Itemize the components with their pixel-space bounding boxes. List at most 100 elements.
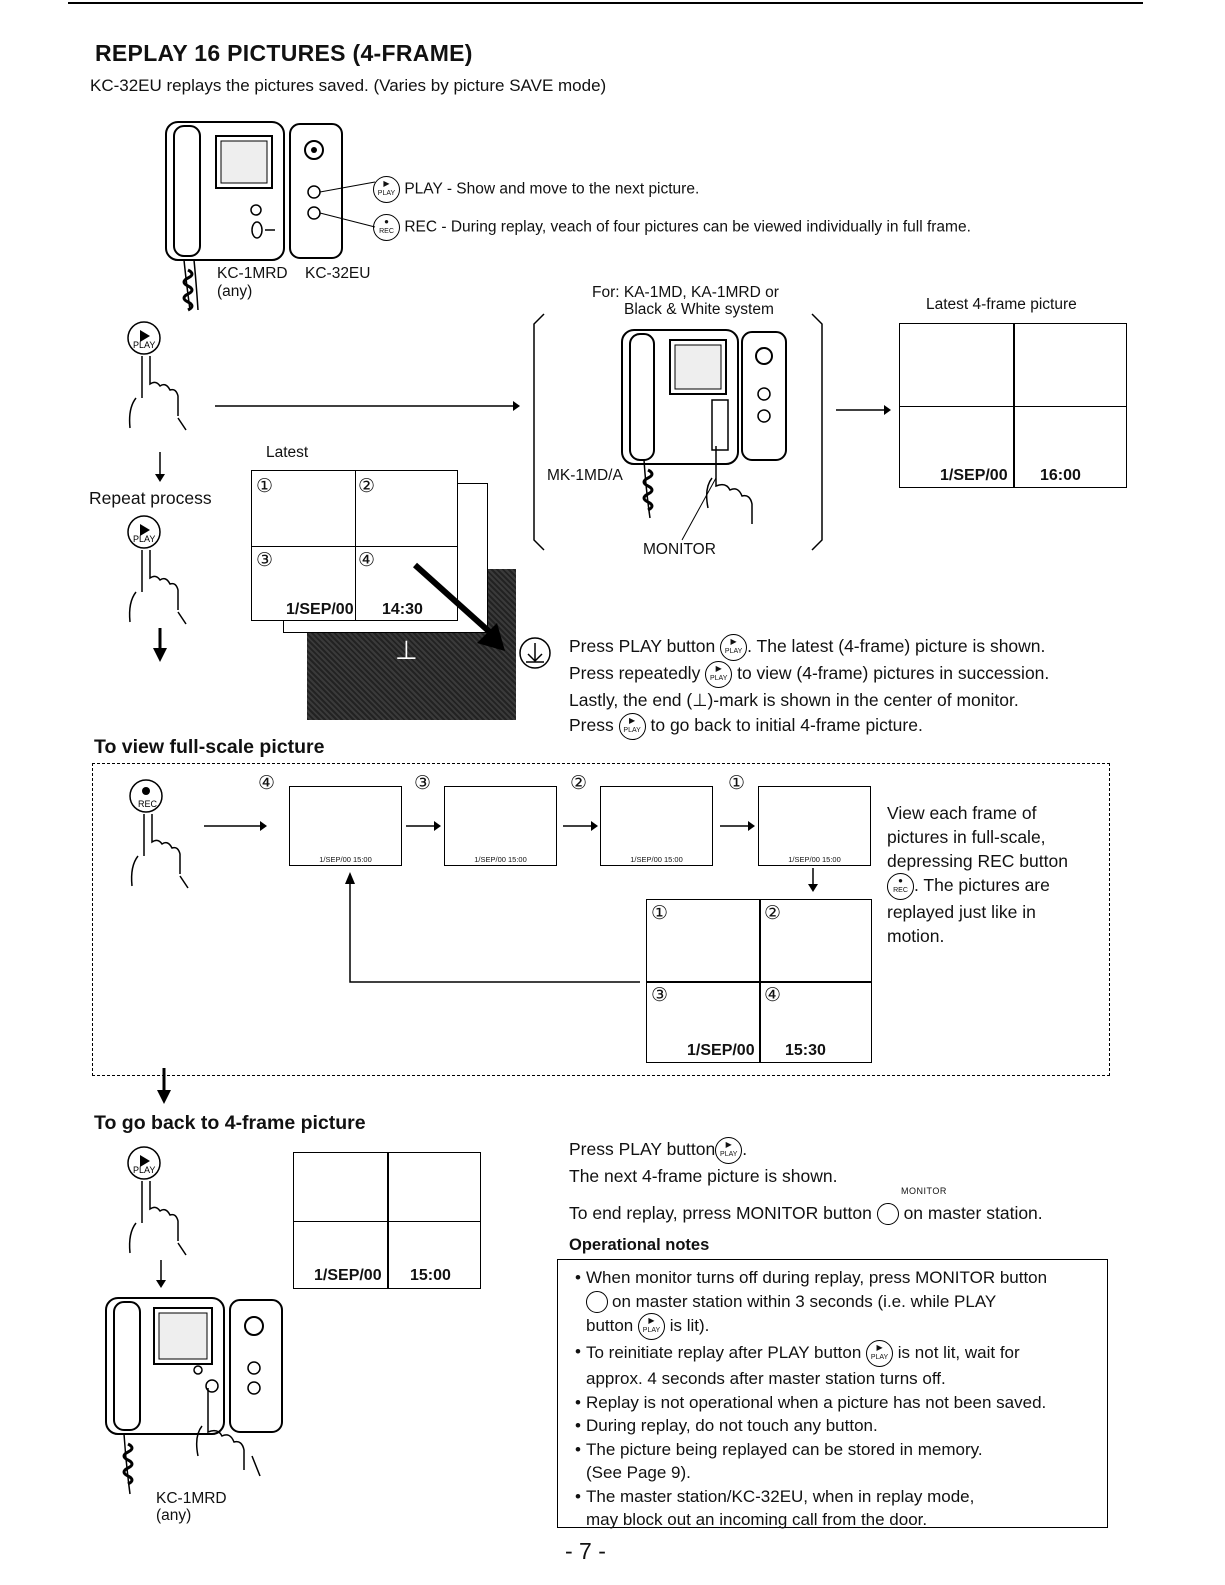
master-station-illustration: [621, 329, 787, 541]
end-replay-instruction: To end replay, prress MONITOR button on …: [569, 1201, 1114, 1226]
latest-time: 16:00: [1040, 467, 1081, 484]
svg-text:PLAY: PLAY: [133, 534, 155, 544]
repeat-num-2: ②: [358, 475, 376, 497]
repeat-date: 1/SEP/00: [286, 601, 354, 618]
play-button-icon: ▶PLAY: [618, 713, 646, 740]
fullscale-4frame-picture: ① ② ③ ④ 1/SEP/00 15:30: [646, 899, 872, 1063]
rec-description: ●REC REC - During replay, veach of four …: [373, 214, 971, 241]
arrow-to-latest: [836, 405, 891, 415]
top-rule: [68, 2, 1143, 4]
latest-4frame-picture: 1/SEP/00 16:00: [899, 323, 1127, 488]
back-time: 15:00: [410, 1267, 451, 1284]
monitor-press-illustration: [105, 1297, 283, 1495]
hand-press-play-icon-2: PLAY: [127, 515, 187, 625]
down-arrow-large: [153, 628, 167, 662]
note-2: To reinitiate replay after PLAY button ▶…: [575, 1340, 1107, 1391]
play-button-icon: ▶PLAY: [866, 1340, 894, 1368]
back-device-label: KC-1MRD: [156, 1490, 227, 1507]
monitor-button-icon: [876, 1203, 899, 1226]
for-line-2: Black & White system: [624, 301, 774, 318]
fullscale-frame-4: 1/SEP/00 15:00: [289, 786, 402, 866]
hand-press-play-icon: PLAY: [127, 321, 187, 431]
down-arrow-back: [156, 1260, 166, 1288]
quad-date: 1/SEP/00: [687, 1042, 755, 1059]
notes-heading: Operational notes: [569, 1236, 710, 1254]
frame-stamp: 1/SEP/00 15:00: [474, 855, 527, 864]
monitor-small-label: MONITOR: [901, 1186, 947, 1196]
hand-press-rec-icon: REC: [129, 779, 189, 889]
frame-num-2: ②: [570, 772, 588, 794]
device-label-left: KC-1MRD: [217, 265, 288, 282]
arrow-down-to-quad: [808, 868, 818, 892]
svg-text:PLAY: PLAY: [133, 1165, 155, 1175]
device-label-any: (any): [217, 283, 253, 300]
page-subtitle: KC-32EU replays the pictures saved. (Var…: [90, 76, 607, 95]
end-mark-symbol: ⊥: [395, 636, 418, 666]
down-arrow-small: [155, 452, 165, 482]
play-description: ▶PLAY PLAY - Show and move to the next p…: [373, 176, 699, 203]
play-button-icon: ▶PLAY: [705, 661, 733, 688]
rec-desc-text: REC - During replay, veach of four pictu…: [404, 218, 971, 236]
loop-back-arrow: [345, 872, 640, 983]
end-mark-icon: [519, 637, 551, 669]
frame-num-3: ③: [414, 772, 432, 794]
play-button-icon: ▶PLAY: [373, 176, 400, 203]
hand-press-play-icon-3: PLAY: [127, 1146, 187, 1256]
frame-num-1: ①: [728, 772, 746, 794]
note-5: The picture being replayed can be stored…: [575, 1438, 1107, 1485]
repeat-process-label: Repeat process: [89, 488, 212, 508]
play-button-icon: ▶PLAY: [715, 1137, 743, 1164]
down-arrow-section: [157, 1068, 171, 1104]
fullscale-frame-1: 1/SEP/00 15:00: [758, 786, 871, 866]
back-heading: To go back to 4-frame picture: [94, 1112, 366, 1134]
repeat-num-1: ①: [256, 475, 274, 497]
repeat-num-3: ③: [256, 549, 274, 571]
master-label: MK-1MD/A: [547, 467, 623, 484]
arrow-rec-to-frame4: [204, 821, 267, 831]
operational-notes-box: When monitor turns off during replay, pr…: [557, 1259, 1108, 1529]
play-desc-text: PLAY - Show and move to the next picture…: [404, 180, 700, 198]
back-date: 1/SEP/00: [314, 1267, 382, 1284]
svg-text:PLAY: PLAY: [133, 340, 155, 350]
play-button-icon: ▶PLAY: [720, 634, 748, 661]
diagonal-arrow: [412, 562, 505, 651]
back-device-any: (any): [156, 1507, 192, 1524]
bracket-frame: [533, 313, 823, 551]
monitor-button-icon: [586, 1291, 608, 1314]
svg-text:REC: REC: [138, 799, 158, 809]
for-line-1: For: KA-1MD, KA-1MRD or: [592, 284, 779, 301]
fullscale-frame-2: 1/SEP/00 15:00: [600, 786, 713, 866]
note-4: During replay, do not touch any button.: [575, 1414, 1107, 1438]
arrow-2-to-1: [720, 821, 755, 831]
frame-stamp: 1/SEP/00 15:00: [788, 855, 841, 864]
arrow-3-to-2: [563, 821, 598, 831]
fullscale-description: View each frame of pictures in full-scal…: [887, 803, 1068, 946]
frame-num-4: ④: [258, 772, 276, 794]
quad-time: 15:30: [785, 1042, 826, 1059]
device-label-right: KC-32EU: [305, 265, 371, 282]
fullscale-section-box: [92, 763, 1110, 1076]
monitor-label: MONITOR: [643, 541, 716, 558]
latest-date: 1/SEP/00: [940, 467, 1008, 484]
rec-button-icon: ●REC: [887, 873, 914, 900]
latest-4frame-label: Latest 4-frame picture: [926, 296, 1077, 313]
latest-label: Latest: [266, 444, 309, 461]
page-number: - 7 -: [565, 1538, 606, 1564]
repeat-4frame-picture: ① ② ③ ④ 1/SEP/00 14:30: [251, 470, 458, 621]
play-instructions: Press PLAY button ▶PLAY. The latest (4-f…: [569, 634, 1114, 740]
arrow-4-to-3: [406, 821, 441, 831]
note-3: Replay is not operational when a picture…: [575, 1391, 1107, 1415]
note-1: When monitor turns off during replay, pr…: [575, 1266, 1107, 1341]
repeat-time: 14:30: [382, 601, 423, 618]
play-button-icon: ▶PLAY: [638, 1313, 665, 1341]
page-title: REPLAY 16 PICTURES (4-FRAME): [95, 40, 473, 66]
arrow-to-master: [215, 401, 520, 411]
frame-stamp: 1/SEP/00 15:00: [630, 855, 683, 864]
note-6: The master station/KC-32EU, when in repl…: [575, 1485, 1107, 1532]
repeat-num-4: ④: [358, 549, 376, 571]
fullscale-heading: To view full-scale picture: [94, 736, 325, 758]
fullscale-frame-3: 1/SEP/00 15:00: [444, 786, 557, 866]
back-instructions: Press PLAY button▶PLAY. The next 4-frame…: [569, 1137, 1114, 1189]
rec-button-icon: ●REC: [373, 214, 400, 241]
intercom-device-illustration: [165, 121, 376, 312]
